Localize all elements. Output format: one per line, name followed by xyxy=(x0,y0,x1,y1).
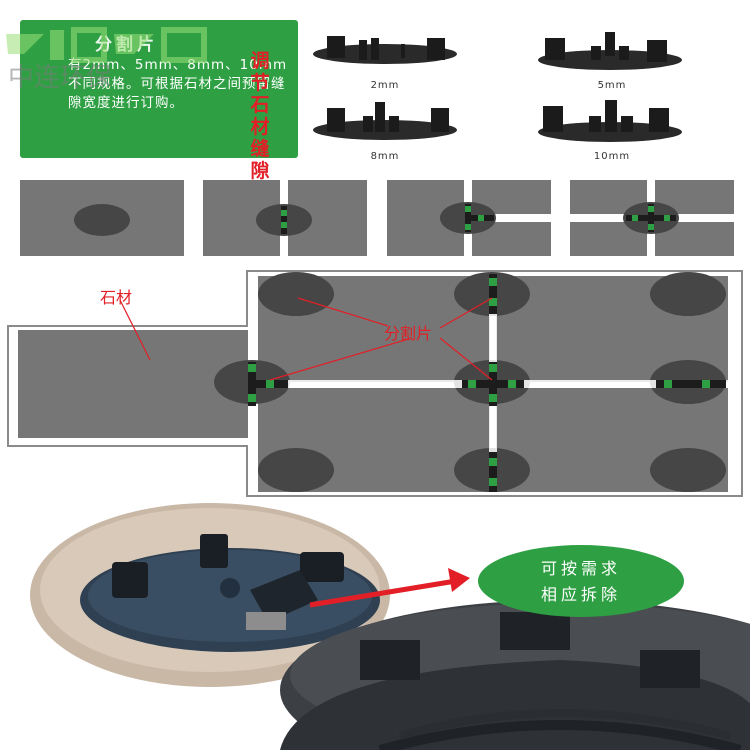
spacer-tab-left xyxy=(112,562,148,598)
speech-bubble xyxy=(478,545,684,617)
layout-steps xyxy=(20,180,734,256)
step-2-two-stones xyxy=(203,180,367,256)
info-text: 有2mm、5mm、8mm、10mm不同规格。可根据石材之间预留缝隙宽度进行订购。 xyxy=(68,57,288,111)
logo-watermark: 中连环保 xyxy=(4,20,214,93)
red-arrow xyxy=(309,577,463,608)
bubble-line-2: 相应拆除 xyxy=(540,585,621,604)
spacer-label-8mm: 8mm xyxy=(370,151,400,162)
spacer-label: 分割片 xyxy=(384,324,433,343)
spacer-8mm-image xyxy=(313,102,457,140)
product-photo xyxy=(30,503,750,750)
step-3-three-stones xyxy=(387,180,551,256)
bubble-text: 可按需求 相应拆除 xyxy=(478,556,684,608)
step-1-single-stone xyxy=(20,180,184,256)
info-box xyxy=(20,20,298,158)
spacer-10mm-image xyxy=(538,100,682,142)
step-4-four-stones xyxy=(570,180,734,256)
spacer-2mm-image xyxy=(313,36,457,64)
spacer-5mm-image xyxy=(538,32,682,70)
spacer-tab-right xyxy=(300,552,344,582)
spacer-label-10mm: 10mm xyxy=(593,151,631,162)
watermark-text: 中连环保 xyxy=(8,63,112,90)
bubble-line-1: 可按需求 xyxy=(540,559,621,578)
stone-layout-diagram xyxy=(7,270,743,497)
stone-label: 石材 xyxy=(100,288,133,307)
vertical-title: 调节石材缝隙 xyxy=(250,50,270,182)
stone-left xyxy=(18,330,248,438)
spacer-label-5mm: 5mm xyxy=(597,80,627,91)
removed-tab xyxy=(250,570,318,622)
spacer-tab-top xyxy=(200,534,228,568)
spacer-products xyxy=(313,32,682,142)
spacer-label-2mm: 2mm xyxy=(370,80,400,91)
